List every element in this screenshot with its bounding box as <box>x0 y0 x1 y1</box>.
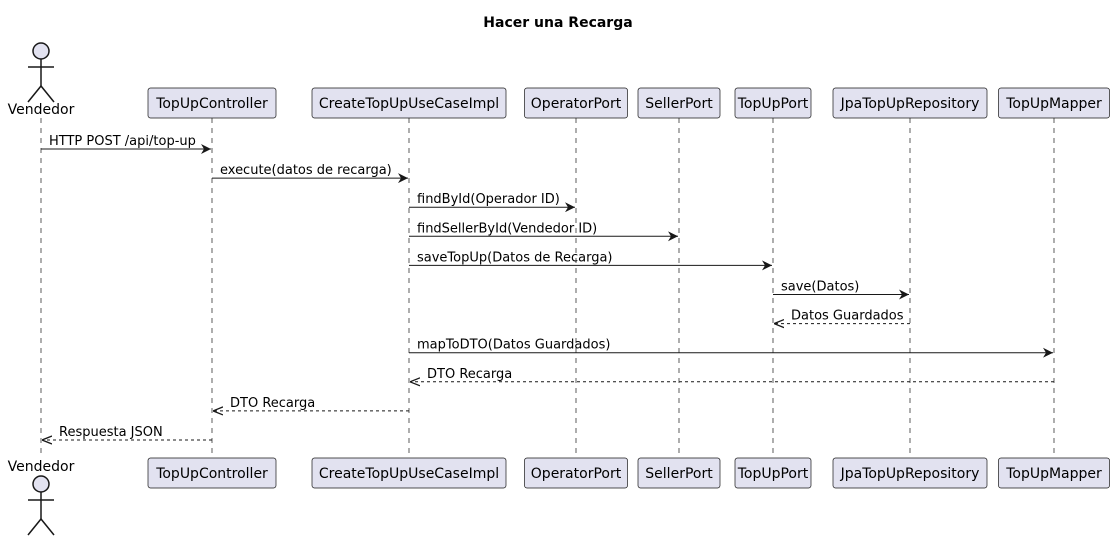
participant-label: TopUpPort <box>737 96 809 112</box>
participant-jpatopuprepository-top: JpaTopUpRepository <box>832 87 988 119</box>
participant-box <box>734 457 812 489</box>
participant-box <box>524 457 628 489</box>
participant-topupmapper-top: TopUpMapper <box>998 87 1110 119</box>
participant-sellerport-top: SellerPort <box>637 87 721 119</box>
participant-jpatopuprepository-bottom: JpaTopUpRepository <box>832 457 988 489</box>
participant-label: TopUpController <box>155 96 268 112</box>
message-9: DTO Recarga <box>410 367 1054 382</box>
messages: HTTP POST /api/top-up execute(datos de re… <box>41 134 1054 440</box>
participant-box <box>998 87 1110 119</box>
actor-legs <box>27 84 55 103</box>
participant-topupport-top: TopUpPort <box>734 87 812 119</box>
message-1: HTTP POST /api/top-up <box>41 134 211 154</box>
participant-box <box>734 87 812 119</box>
participant-label: TopUpController <box>155 466 268 482</box>
participant-operatorport-top: OperatorPort <box>524 87 628 119</box>
participant-label: SellerPort <box>645 466 713 482</box>
message-3: findById(Operador ID) <box>409 192 575 213</box>
participants-top: Vendedor TopUpController CreateTopUpUseCas… <box>8 42 1110 119</box>
participant-box <box>832 87 988 119</box>
participant-label: JpaTopUpRepository <box>840 96 980 112</box>
message-10: DTO Recarga <box>213 396 409 411</box>
message-8: mapToDTO(Datos Guardados) <box>409 338 1053 358</box>
participant-box <box>637 457 721 489</box>
participant-topupcontroller-top: TopUpController <box>147 87 277 119</box>
message-label: DTO Recarga <box>230 396 315 411</box>
participant-box <box>311 457 507 489</box>
message-label: saveTopUp(Datos de Recarga) <box>417 250 613 265</box>
participant-label: CreateTopUpUseCaseImpl <box>319 466 499 482</box>
participant-box <box>147 87 277 119</box>
message-2: execute(datos de recarga) <box>212 163 408 184</box>
participant-topupmapper-bottom: TopUpMapper <box>998 457 1110 489</box>
diagram-title: Hacer una Recarga <box>483 15 632 31</box>
participant-box <box>998 457 1110 489</box>
participant-label: Vendedor <box>8 459 75 475</box>
participant-topupport-bottom: TopUpPort <box>734 457 812 489</box>
participant-label: TopUpPort <box>737 466 809 482</box>
participant-label: JpaTopUpRepository <box>840 466 980 482</box>
message-label: Datos Guardados <box>791 309 904 324</box>
participant-box <box>147 457 277 489</box>
actor-bottom: Vendedor <box>8 459 75 536</box>
participant-operatorport-bottom: OperatorPort <box>524 457 628 489</box>
participant-createtopupusecaseimpl-bottom: CreateTopUpUseCaseImpl <box>311 457 507 489</box>
lifelines <box>40 118 1055 458</box>
message-label: mapToDTO(Datos Guardados) <box>417 338 610 353</box>
participant-label: Vendedor <box>8 102 75 118</box>
participant-topupcontroller-bottom: TopUpController <box>147 457 277 489</box>
participant-label: OperatorPort <box>531 466 622 482</box>
message-label: Respuesta JSON <box>59 425 163 440</box>
participant-sellerport-bottom: SellerPort <box>637 457 721 489</box>
message-label: save(Datos) <box>781 280 859 295</box>
message-label: execute(datos de recarga) <box>220 163 392 178</box>
message-label: HTTP POST /api/top-up <box>49 134 196 149</box>
participant-label: OperatorPort <box>531 96 622 112</box>
participant-label: SellerPort <box>645 96 713 112</box>
message-label: findSellerById(Vendedor ID) <box>417 221 597 236</box>
message-label: DTO Recarga <box>427 367 512 382</box>
actor-top: Vendedor <box>8 42 75 118</box>
message-6: save(Datos) <box>773 280 909 300</box>
message-11: Respuesta JSON <box>42 425 212 440</box>
participant-label: TopUpMapper <box>1005 466 1102 482</box>
message-7: Datos Guardados <box>774 309 910 324</box>
actor-legs <box>27 517 55 536</box>
participant-box <box>311 87 507 119</box>
participant-box <box>637 87 721 119</box>
message-label: findById(Operador ID) <box>417 192 560 207</box>
participant-box <box>832 457 988 489</box>
participant-label: TopUpMapper <box>1005 96 1102 112</box>
participant-box <box>524 87 628 119</box>
message-5: saveTopUp(Datos de Recarga) <box>409 250 772 271</box>
participant-createtopupusecaseimpl-top: CreateTopUpUseCaseImpl <box>311 87 507 119</box>
participant-label: CreateTopUpUseCaseImpl <box>319 96 499 112</box>
actor-head <box>32 475 50 493</box>
participants-bottom: Vendedor TopUpController CreateTopUpUseCas… <box>8 457 1110 536</box>
message-4: findSellerById(Vendedor ID) <box>409 221 678 242</box>
actor-head <box>32 42 50 60</box>
